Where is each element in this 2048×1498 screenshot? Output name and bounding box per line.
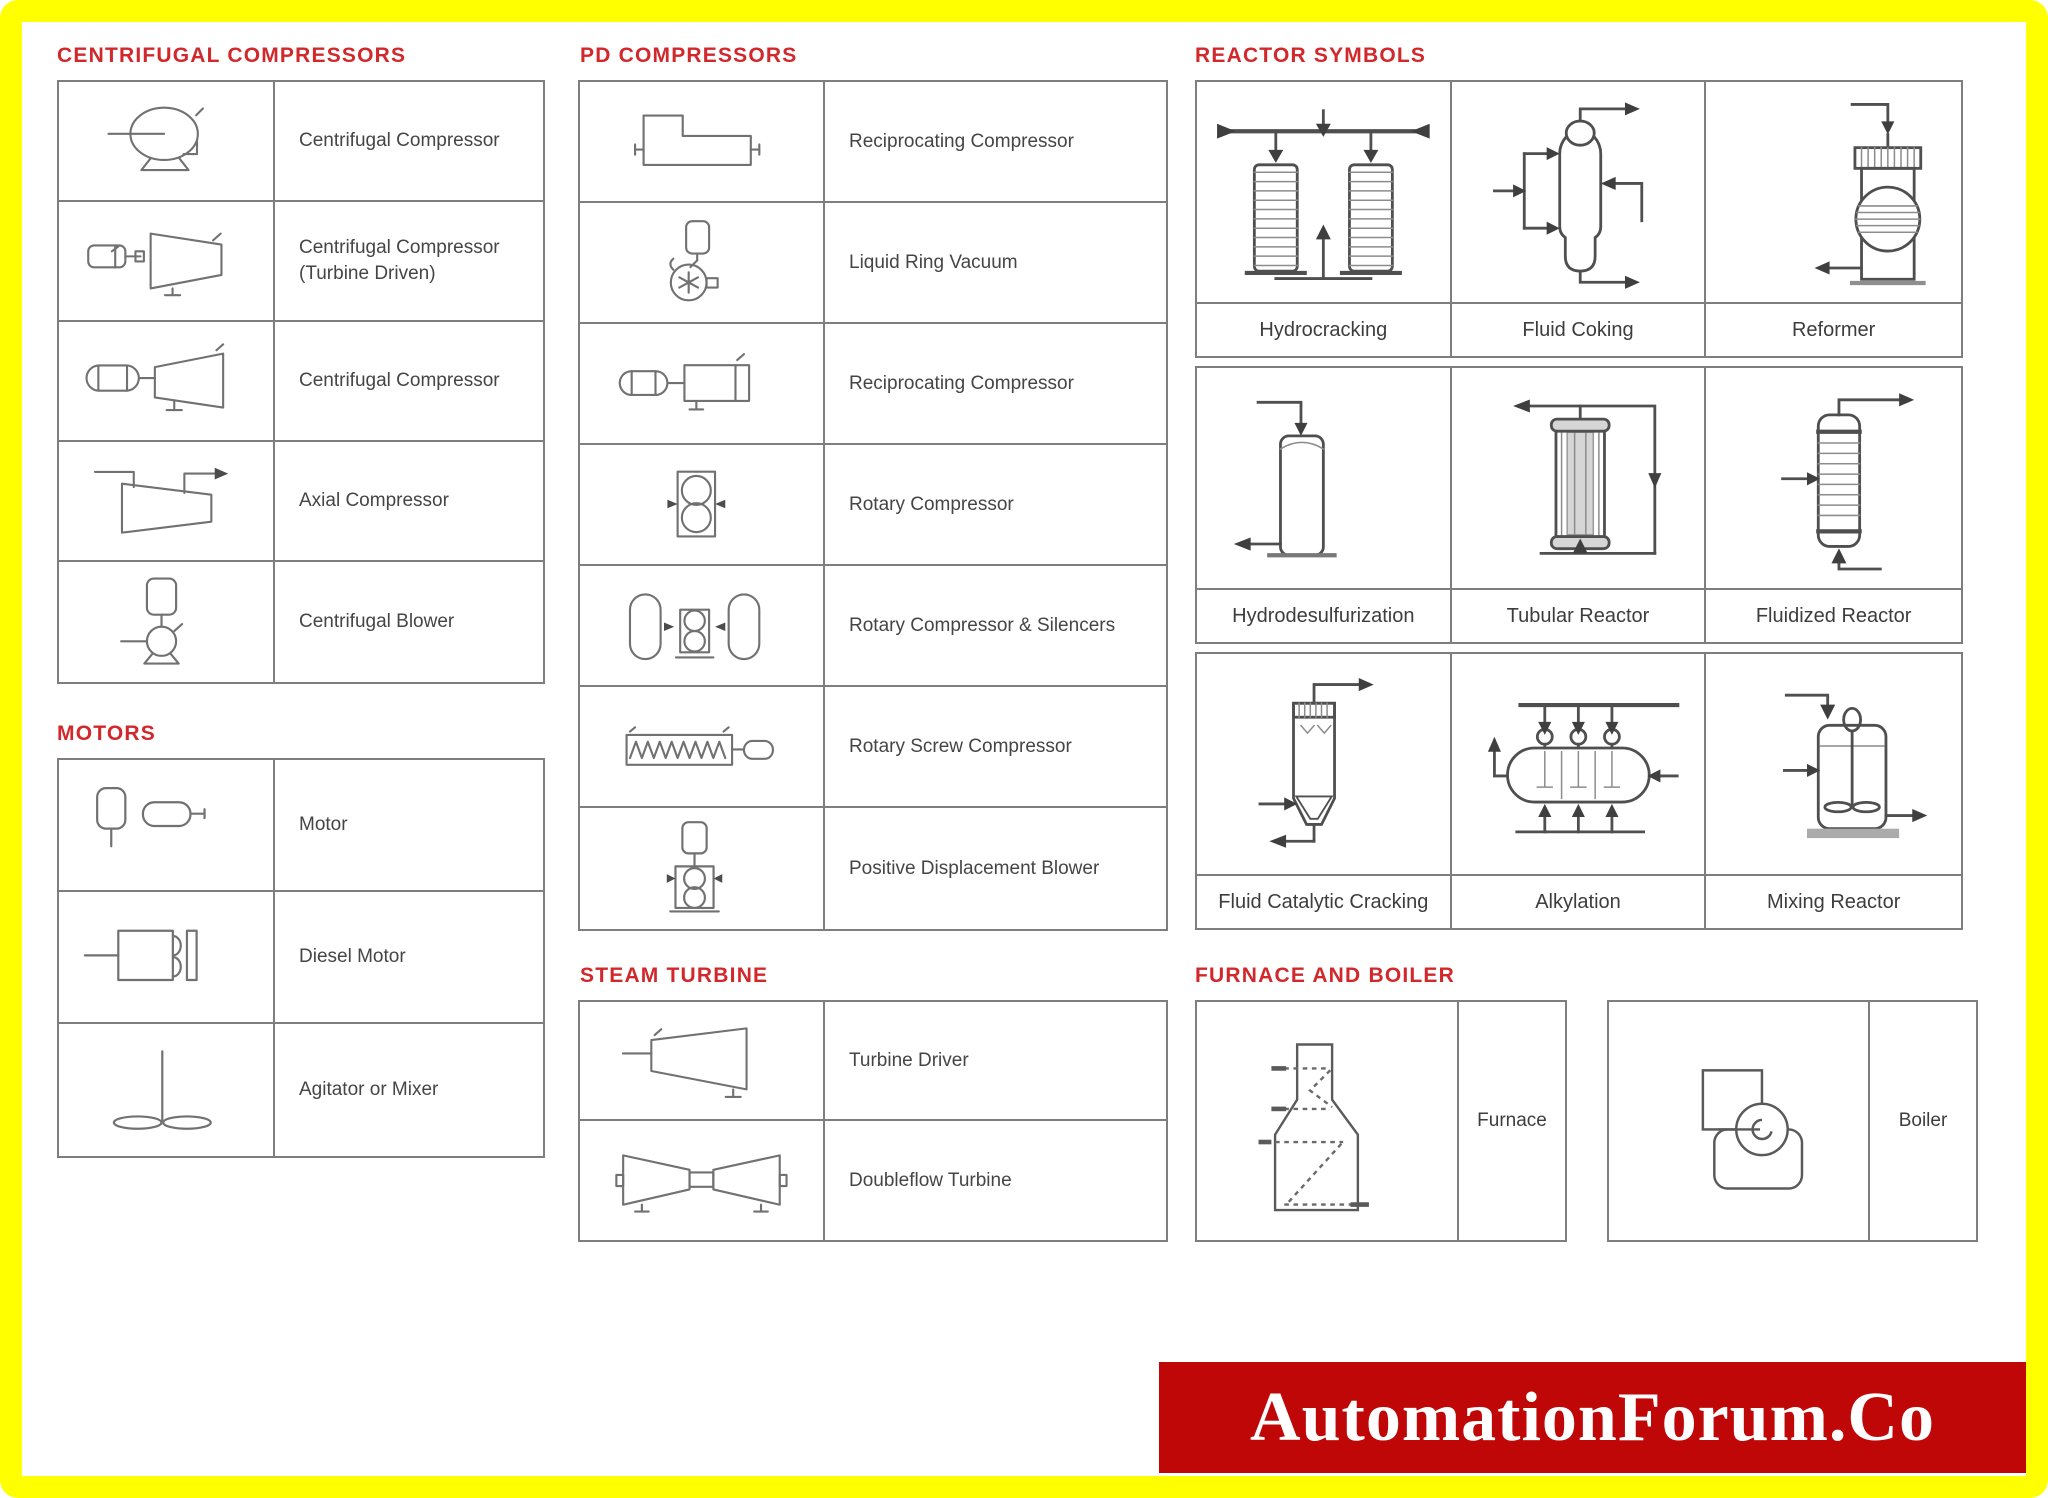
section-title-motors: MOTORS — [57, 722, 156, 745]
pd-compressors-table: Reciprocating Compressor Liquid Ring Vac… — [578, 80, 1168, 931]
table-row: Diesel Motor — [59, 892, 543, 1024]
symbol-label: Centrifugal Blower — [299, 611, 455, 633]
motors-table: Motor Diesel Motor Agitator or Mixer — [57, 758, 545, 1158]
reciprocating-compressor-cylinder-symbol — [580, 324, 825, 443]
symbol-label: Turbine Driver — [849, 1049, 969, 1071]
section-title-furnace-and-boiler: FURNACE AND BOILER — [1195, 964, 1455, 987]
furnace-symbol — [1197, 1002, 1459, 1240]
section-title-reactor-symbols: REACTOR SYMBOLS — [1195, 44, 1427, 67]
table-row: Centrifugal Blower — [59, 562, 543, 682]
tubular-reactor-symbol — [1452, 368, 1707, 588]
centrifugal-compressor-motor-driven-symbol — [59, 322, 275, 440]
symbol-label: Fluid Catalytic Cracking — [1197, 874, 1452, 928]
symbol-label: Diesel Motor — [299, 946, 406, 968]
rotary-screw-compressor-symbol — [580, 687, 825, 806]
boiler-box: Boiler — [1607, 1000, 1978, 1242]
fluid-coking-symbol — [1452, 82, 1707, 302]
symbol-label: Motor — [299, 814, 348, 836]
symbol-label: Rotary Screw Compressor — [849, 735, 1072, 757]
turbine-driver-symbol — [580, 1002, 825, 1119]
alkylation-symbol — [1452, 654, 1707, 874]
symbol-label: Mixing Reactor — [1706, 874, 1961, 928]
symbol-label: Positive Displacement Blower — [849, 857, 1100, 879]
axial-compressor-symbol — [59, 442, 275, 560]
doubleflow-turbine-symbol — [580, 1121, 825, 1240]
brand-text: AutomationForum.Co — [1250, 1378, 1935, 1456]
hydrocracking-symbol — [1197, 82, 1452, 302]
table-row: Centrifugal Compressor (Turbine Driven) — [59, 202, 543, 322]
centrifugal-blower-symbol — [59, 562, 275, 682]
symbol-label: Rotary Compressor — [849, 493, 1014, 515]
table-row: Reciprocating Compressor — [580, 82, 1166, 203]
table-row: Centrifugal Compressor — [59, 322, 543, 442]
symbol-label: Doubleflow Turbine — [849, 1169, 1012, 1191]
agitator-mixer-symbol — [59, 1024, 275, 1156]
fluidized-reactor-symbol — [1706, 368, 1961, 588]
symbol-label: Reformer — [1706, 302, 1961, 356]
furnace-box: Furnace — [1195, 1000, 1567, 1242]
positive-displacement-blower-symbol — [580, 808, 825, 929]
table-row: Axial Compressor — [59, 442, 543, 562]
table-row: Motor — [59, 760, 543, 892]
table-row: Reciprocating Compressor — [580, 324, 1166, 445]
liquid-ring-vacuum-symbol — [580, 203, 825, 322]
table-row: Liquid Ring Vacuum — [580, 203, 1166, 324]
table-row: Rotary Compressor — [580, 445, 1166, 566]
table-row: Centrifugal Compressor — [59, 82, 543, 202]
symbol-label: Alkylation — [1451, 874, 1707, 928]
rotary-compressor-symbol — [580, 445, 825, 564]
symbol-label: Reciprocating Compressor — [849, 372, 1074, 394]
reactor-table-row-3: Fluid Catalytic Cracking Alkylation Mixi… — [1195, 652, 1963, 930]
steam-turbine-table: Turbine Driver Doubleflow Turbine — [578, 1000, 1168, 1242]
motor-symbol — [59, 760, 275, 890]
table-row: Rotary Compressor & Silencers — [580, 566, 1166, 687]
symbol-label: Fluidized Reactor — [1706, 588, 1961, 642]
symbol-label: Axial Compressor — [299, 490, 449, 512]
symbol-label: Tubular Reactor — [1451, 588, 1707, 642]
symbol-label: Fluid Coking — [1451, 302, 1707, 356]
reciprocating-compressor-symbol — [580, 82, 825, 201]
symbol-label: Agitator or Mixer — [299, 1079, 439, 1101]
diesel-motor-symbol — [59, 892, 275, 1022]
table-row: Positive Displacement Blower — [580, 808, 1166, 929]
table-row: Rotary Screw Compressor — [580, 687, 1166, 808]
symbol-label: Reciprocating Compressor — [849, 130, 1074, 152]
rotary-compressor-silencers-symbol — [580, 566, 825, 685]
symbol-label: Furnace — [1477, 1110, 1547, 1131]
table-row: Doubleflow Turbine — [580, 1121, 1166, 1240]
symbol-label: Boiler — [1898, 1110, 1948, 1131]
reactor-table-row-2: Hydrodesulfurization Tubular Reactor Flu… — [1195, 366, 1963, 644]
section-title-centrifugal-compressors: CENTRIFUGAL COMPRESSORS — [57, 44, 407, 67]
symbol-label: Hydrocracking — [1197, 302, 1452, 356]
boiler-symbol — [1609, 1002, 1870, 1240]
reformer-symbol — [1706, 82, 1961, 302]
section-title-pd-compressors: PD COMPRESSORS — [580, 44, 798, 67]
table-row: Agitator or Mixer — [59, 1024, 543, 1156]
symbol-label: Liquid Ring Vacuum — [849, 251, 1018, 273]
symbol-label: Centrifugal Compressor — [299, 130, 500, 152]
symbol-label: Centrifugal Compressor (Turbine Driven) — [299, 237, 500, 284]
centrifugal-compressor-turbine-driven-symbol — [59, 202, 275, 320]
brand-banner: AutomationForum.Co — [1159, 1362, 2026, 1473]
hydrodesulfurization-symbol — [1197, 368, 1452, 588]
section-title-steam-turbine: STEAM TURBINE — [580, 964, 769, 987]
mixing-reactor-symbol — [1706, 654, 1961, 874]
centrifugal-compressor-symbol — [59, 82, 275, 200]
reactor-table-row-1: Hydrocracking Fluid Coking Reformer — [1195, 80, 1963, 358]
symbol-label: Centrifugal Compressor — [299, 370, 500, 392]
fluid-catalytic-cracking-symbol — [1197, 654, 1452, 874]
table-row: Turbine Driver — [580, 1002, 1166, 1121]
symbol-label: Hydrodesulfurization — [1197, 588, 1452, 642]
symbol-label: Rotary Compressor & Silencers — [849, 614, 1116, 636]
centrifugal-compressors-table: Centrifugal Compressor Centrifugal Compr… — [57, 80, 545, 684]
